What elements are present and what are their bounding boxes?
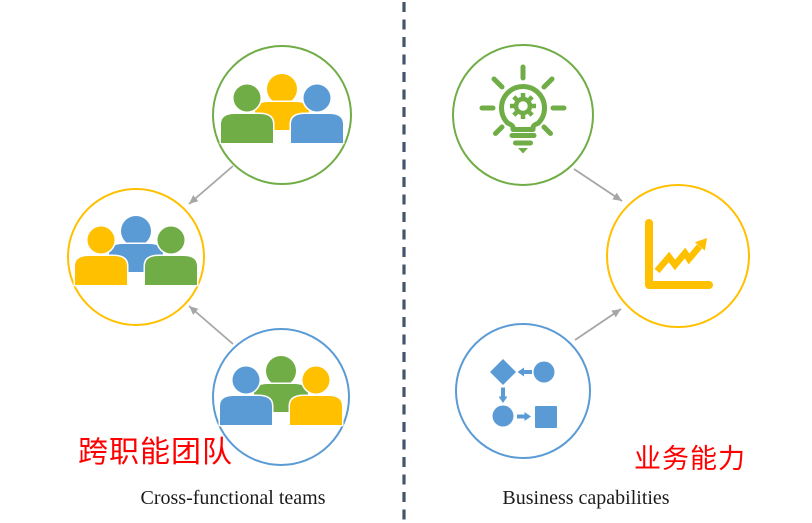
capability-circle-idea <box>452 44 594 186</box>
chart-axes <box>645 219 713 289</box>
arrow-right-top-to-middle <box>573 168 623 202</box>
idea-lightbulb-gear-icon <box>479 64 567 154</box>
light-rays <box>479 64 567 136</box>
arrow-left-top-to-middle <box>188 165 234 205</box>
capability-circle-growth <box>606 184 750 328</box>
capability-circle-process-ring <box>455 323 591 459</box>
growth-chart-icon <box>645 219 713 289</box>
bulb-outline <box>499 84 547 132</box>
flow-circle-1 <box>533 361 555 383</box>
team-circle-top <box>212 45 352 185</box>
flow-arrow-right <box>517 412 531 421</box>
caption-business-capabilities: Business capabilities <box>502 487 670 509</box>
arrow-right-bottom-to-middle <box>574 308 622 341</box>
trend-arrowhead <box>694 238 707 251</box>
flow-diamond <box>490 359 516 385</box>
label-business-capabilities-zh: 业务能力 <box>634 444 746 474</box>
capability-circle-growth-ring <box>606 184 750 328</box>
flow-circle-2 <box>492 405 514 427</box>
caption-cross-functional-teams: Cross-functional teams <box>140 487 326 509</box>
label-cross-functional-teams-zh: 跨职能团队 <box>78 436 233 469</box>
trend-zigzag-line <box>654 244 702 274</box>
flow-arrow-left <box>517 367 532 377</box>
capability-circle-process <box>455 323 591 459</box>
bulb-base <box>509 133 537 154</box>
flow-square <box>535 406 557 428</box>
process-flowchart-icon <box>490 359 557 428</box>
gear-icon <box>510 93 536 119</box>
arrow-left-bottom-to-middle <box>188 305 234 345</box>
connector-arrows <box>188 165 623 345</box>
team-circle-middle <box>67 188 205 326</box>
team-circle-bottom <box>212 328 350 466</box>
flow-arrow-down <box>498 387 508 403</box>
